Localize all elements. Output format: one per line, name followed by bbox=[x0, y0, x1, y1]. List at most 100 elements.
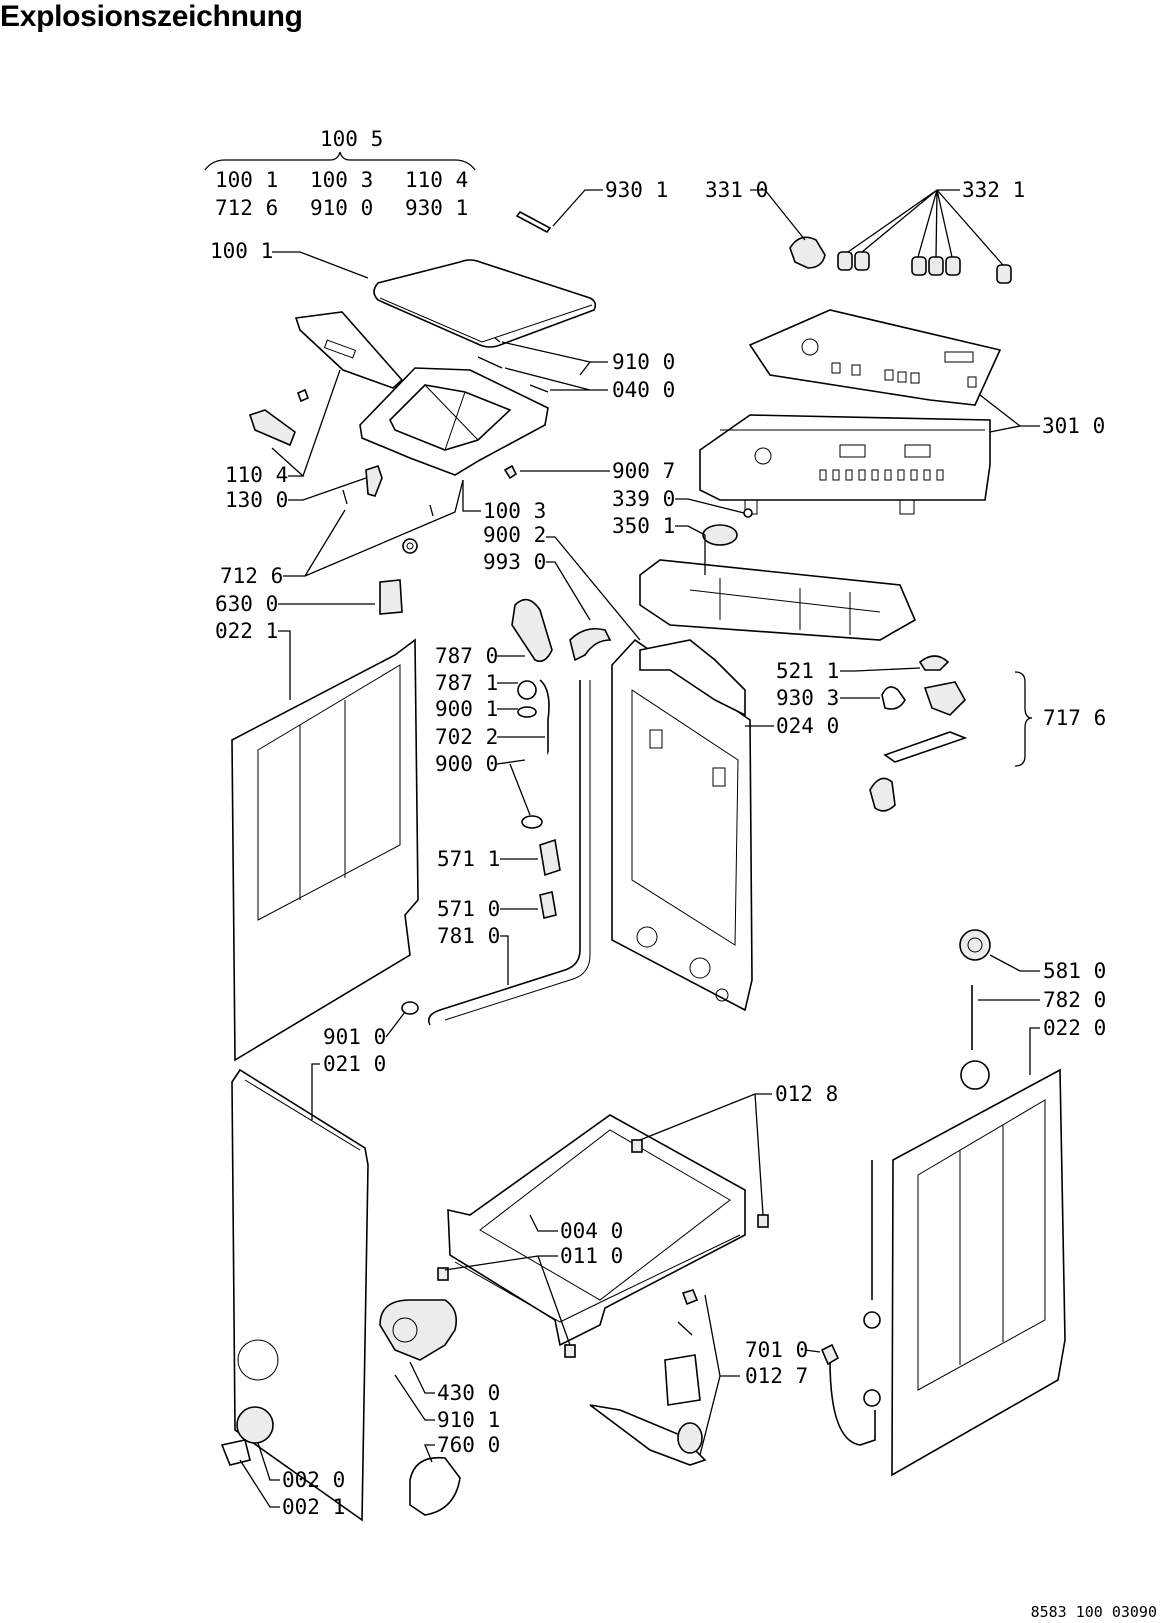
label-901-0: 901 0 bbox=[323, 1025, 386, 1049]
leader-110-4 bbox=[271, 369, 341, 477]
label-702-2: 702 2 bbox=[435, 725, 498, 749]
pump-cover-part bbox=[677, 1422, 703, 1454]
hose-clamp-part bbox=[521, 815, 543, 829]
label-022-0: 022 0 bbox=[1043, 1016, 1106, 1040]
drain-pump-part bbox=[379, 1299, 458, 1361]
latch-part bbox=[248, 409, 296, 447]
left-side-panel-ribs bbox=[299, 700, 346, 900]
pin-910-0 bbox=[494, 337, 501, 343]
inlet-hose-ring bbox=[863, 1311, 881, 1329]
back-panel-slot-a bbox=[649, 729, 663, 749]
lid-part bbox=[373, 259, 597, 348]
front-panel-part bbox=[231, 1068, 369, 1522]
plug-901-0-part bbox=[401, 1001, 419, 1015]
leader-004-0 bbox=[529, 1214, 558, 1232]
leader-100-3 bbox=[462, 480, 481, 512]
top-frame-opening bbox=[389, 384, 512, 451]
back-panel-hole-b bbox=[689, 957, 711, 979]
leader-100-1 bbox=[272, 251, 369, 279]
leader-430-0 bbox=[409, 1361, 435, 1394]
label-701-0: 701 0 bbox=[745, 1338, 808, 1362]
handle-strip-part bbox=[294, 311, 404, 389]
spring-coil bbox=[406, 542, 414, 550]
leader-130-0 bbox=[288, 477, 367, 501]
inlet-hose-ring-b bbox=[863, 1389, 881, 1407]
label-717-6: 717 6 bbox=[1043, 706, 1106, 730]
leader-012-8 bbox=[639, 1093, 772, 1216]
valve-571-1-part bbox=[539, 838, 561, 877]
label-021-0: 021 0 bbox=[323, 1052, 386, 1076]
leader-701-0 bbox=[804, 1349, 821, 1353]
back-panel-part bbox=[611, 638, 753, 1012]
fill-hose-part bbox=[427, 680, 581, 1026]
panel-housing-buttons bbox=[819, 469, 944, 481]
leader-011-0 bbox=[444, 1255, 571, 1346]
hose-elbow-part bbox=[569, 627, 612, 662]
label-130-0: 130 0 bbox=[225, 488, 288, 512]
label-630-0: 630 0 bbox=[215, 592, 278, 616]
program-knob-part bbox=[789, 236, 826, 269]
label-332-1: 332 1 bbox=[962, 178, 1025, 202]
panel-overlay-dial bbox=[801, 338, 819, 356]
lock-body-part bbox=[923, 681, 966, 716]
latch-screw bbox=[296, 388, 310, 403]
label-011-0: 011 0 bbox=[560, 1244, 623, 1268]
handle-slot bbox=[323, 339, 357, 359]
label-002-1: 002 1 bbox=[282, 1495, 345, 1519]
fill-hose-edge bbox=[444, 680, 591, 1021]
label-787-0: 787 0 bbox=[435, 644, 498, 668]
pin-part bbox=[677, 1321, 693, 1336]
leader-332-1 bbox=[847, 189, 1004, 266]
foot-d-part bbox=[564, 1344, 576, 1358]
bellows-hose-part bbox=[511, 598, 553, 663]
page-title: Explosionszeichnung bbox=[0, 0, 303, 33]
back-panel-hole-a bbox=[636, 926, 658, 948]
panel-overlay-buttons bbox=[831, 362, 977, 388]
label-002-0: 002 0 bbox=[282, 1468, 345, 1492]
lock-spring-part bbox=[881, 686, 906, 710]
filter-ring-part bbox=[517, 680, 537, 700]
left-side-panel-inner bbox=[257, 664, 401, 921]
foot-a-part bbox=[631, 1139, 643, 1153]
hinge-part bbox=[365, 464, 383, 497]
group-code-1: 100 1 bbox=[215, 168, 278, 192]
leader-900-2 bbox=[546, 536, 641, 641]
buttons-part bbox=[837, 251, 1012, 284]
spring-clip bbox=[429, 504, 434, 517]
inlet-hose-lower bbox=[829, 1359, 876, 1446]
leader-331-0 bbox=[750, 189, 806, 241]
leader-021-0 bbox=[311, 1063, 320, 1120]
panel-tab-b bbox=[899, 499, 915, 515]
foot-b-part bbox=[757, 1214, 769, 1228]
leader-339-0 bbox=[675, 498, 745, 514]
label-100-1: 100 1 bbox=[210, 239, 273, 263]
drain-pump-port bbox=[392, 1317, 418, 1343]
leader-022-1 bbox=[278, 630, 291, 700]
leader-910-1 bbox=[394, 1374, 435, 1421]
pressure-switch-part bbox=[959, 929, 991, 961]
label-900-7: 900 7 bbox=[612, 459, 675, 483]
label-760-0: 760 0 bbox=[437, 1433, 500, 1457]
label-100-3: 100 3 bbox=[483, 499, 546, 523]
leader-301-0 bbox=[979, 394, 1040, 433]
hinge-bar-part bbox=[515, 210, 552, 234]
leader-521-1 bbox=[840, 667, 921, 672]
filter-housing-part bbox=[664, 1354, 701, 1406]
label-581-0: 581 0 bbox=[1043, 959, 1106, 983]
lid-edge bbox=[379, 297, 593, 343]
hinge-pin bbox=[342, 489, 348, 505]
electronic-module-detail bbox=[689, 578, 881, 635]
brace-717-6 bbox=[1014, 671, 1033, 767]
label-571-1: 571 1 bbox=[437, 847, 500, 871]
screw-900-7-part bbox=[503, 464, 518, 480]
group-code-5: 910 0 bbox=[310, 196, 373, 220]
label-022-1: 022 1 bbox=[215, 619, 278, 643]
foot-c-part bbox=[437, 1267, 449, 1281]
label-787-1: 787 1 bbox=[435, 671, 498, 695]
label-930-3: 930 3 bbox=[776, 686, 839, 710]
label-712-6: 712 6 bbox=[220, 564, 283, 588]
nut-part bbox=[820, 1343, 840, 1366]
right-side-panel-part bbox=[891, 1068, 1066, 1477]
label-024-0: 024 0 bbox=[776, 714, 839, 738]
detergent-tray-part bbox=[589, 1404, 707, 1466]
